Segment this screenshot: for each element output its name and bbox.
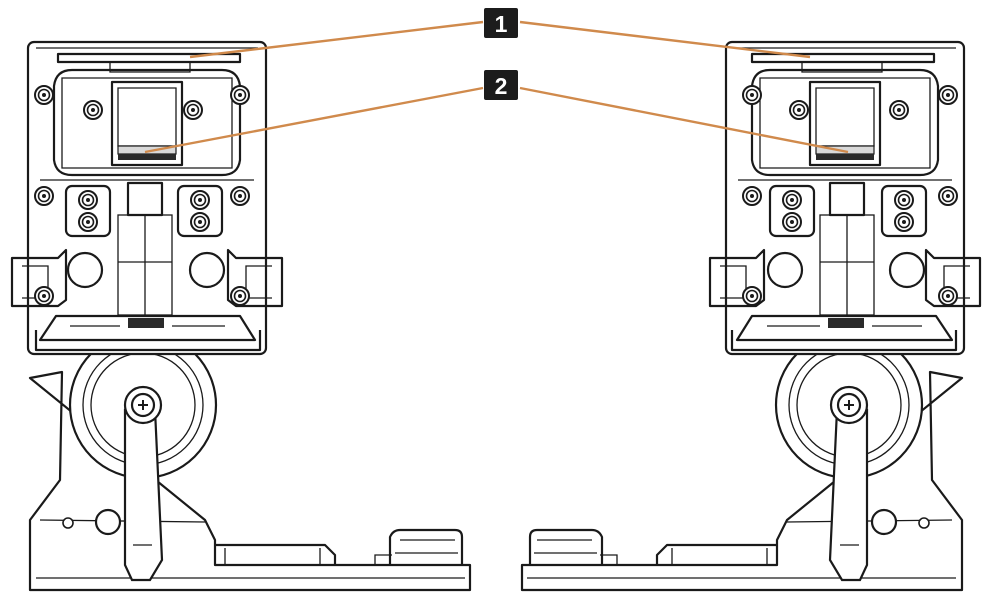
leader-lines xyxy=(144,20,849,154)
right-assembly xyxy=(522,42,980,590)
leader-1-right xyxy=(519,20,811,59)
callout-1-label: 1 xyxy=(495,11,508,37)
callout-1: 1 xyxy=(484,8,518,38)
leader-2-right xyxy=(519,86,849,154)
callout-2: 2 xyxy=(484,70,518,100)
left-assembly xyxy=(12,42,470,590)
callout-2-label: 2 xyxy=(495,73,508,99)
leader-1-left xyxy=(189,20,484,59)
leader-2-left xyxy=(144,86,484,154)
